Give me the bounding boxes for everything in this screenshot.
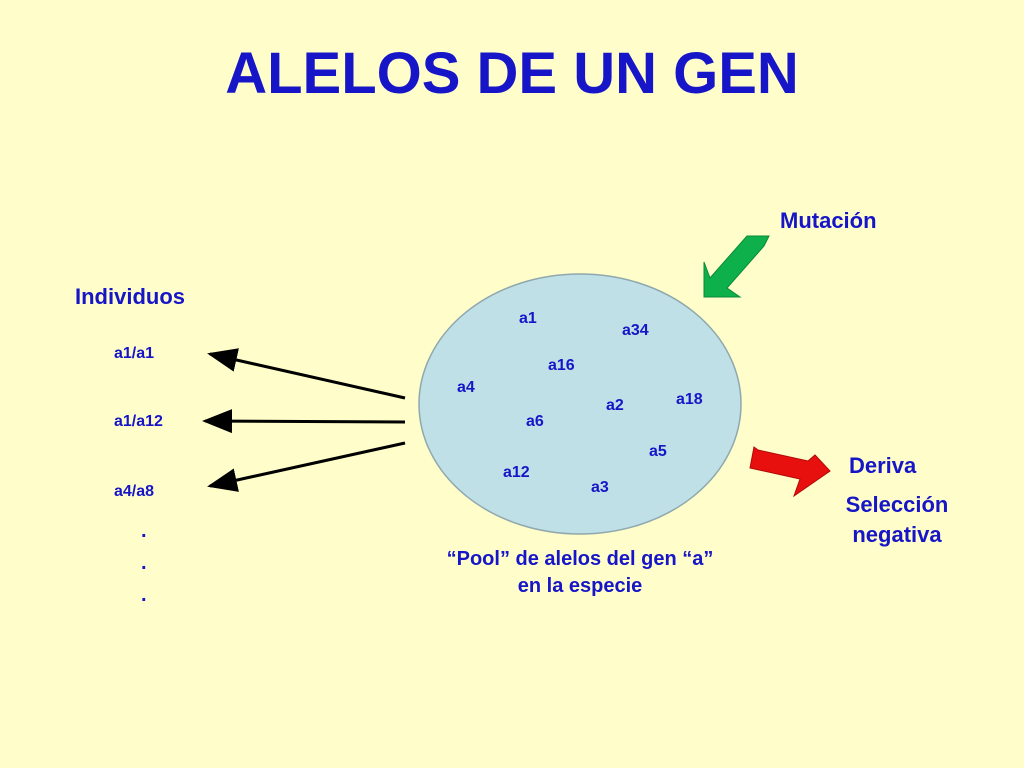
pool-caption: “Pool” de alelos del gen “a” en la espec… [380, 546, 780, 600]
negative-selection-label: Selección negativa [830, 492, 964, 548]
allele-label: a18 [676, 391, 703, 408]
ellipsis-dot: . [141, 552, 147, 574]
genotype-label: a1/a12 [114, 413, 163, 430]
allele-label: a2 [606, 397, 624, 414]
allele-label: a5 [649, 443, 667, 460]
allele-label: a16 [548, 357, 575, 374]
ellipsis-dot: . [141, 520, 147, 542]
allele-label: a12 [503, 464, 530, 481]
mutation-label: Mutación [780, 208, 877, 233]
arrow-to-a1-a12 [202, 409, 406, 434]
allele-label: a1 [519, 310, 537, 327]
allele-pool-ellipse [418, 273, 742, 535]
arrow-to-a1-a1 [207, 348, 406, 400]
mutation-arrow [703, 235, 770, 298]
drift-arrow [749, 446, 831, 498]
negative-selection-line1: Selección [845, 492, 949, 517]
allele-label: a3 [591, 479, 609, 496]
arrow-to-a4-a8 [207, 441, 406, 492]
allele-label: a4 [457, 379, 475, 396]
allele-label: a6 [526, 413, 544, 430]
genotype-label: a4/a8 [114, 483, 155, 500]
slide-title: ALELOS DE UN GEN [225, 41, 799, 106]
pool-caption-line2: en la especie [517, 575, 643, 597]
allele-label: a34 [622, 322, 649, 339]
pool-caption-line1: “Pool” de alelos del gen “a” [446, 548, 714, 570]
ellipsis-dot: . [141, 584, 147, 606]
genotype-label: a1/a1 [114, 345, 155, 362]
negative-selection-line2: negativa [852, 522, 942, 547]
individuals-label: Individuos [75, 284, 185, 309]
drift-label: Deriva [849, 453, 917, 478]
